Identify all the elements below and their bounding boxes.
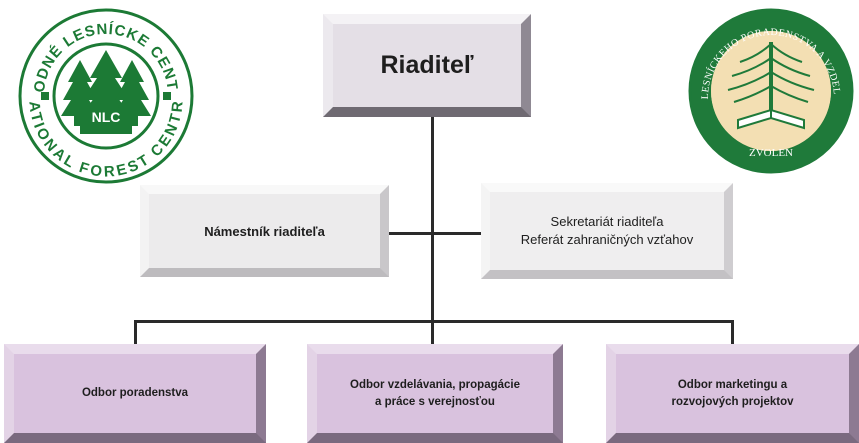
department-label-line1: Odbor marketingu a (677, 378, 788, 391)
nlc-ring-dot-left (41, 92, 49, 100)
connector-dept1-drop (134, 320, 137, 344)
connector-department-bar (134, 320, 734, 323)
department-label-line2: rozvojových projektov (671, 395, 794, 408)
nlc-emblem-icon (61, 50, 151, 134)
connector-side-branch (389, 232, 481, 235)
department-box-marketing: Odbor marketingu a rozvojových projektov (606, 344, 859, 443)
ulpv-tree-book-icon (727, 42, 815, 130)
deputy-label: Námestník riaditeľa (204, 223, 325, 239)
secretariat-label-line2: Referát zahraničných vzťahov (520, 232, 694, 247)
department-box-education: Odbor vzdelávania, propagácie a práce s … (307, 344, 563, 443)
ulpv-ring-text-bottom: ZVOLEN (749, 147, 793, 159)
nlc-emblem-text: NLC (92, 109, 121, 125)
secretariat-box: Sekretariát riaditeľa Referát zahraničný… (481, 183, 733, 279)
connector-trunk (431, 117, 434, 322)
nlc-logo: NÁRODNÉ LESNÍCKE CENTRUM NATIONAL FOREST… (18, 8, 194, 184)
secretariat-label-line1: Sekretariát riaditeľa (550, 214, 664, 229)
nlc-ring-dot-right (163, 92, 171, 100)
department-label-line1: Odbor poradenstva (81, 387, 189, 399)
department-label-line1: Odbor vzdelávania, propagácie (350, 378, 520, 391)
deputy-box: Námestník riaditeľa (140, 185, 389, 277)
ulpv-logo: ÚSTAV LESNÍCKEHO PORADENSTVA A VZDELÁVAN… (688, 8, 854, 174)
connector-dept2-drop (431, 320, 434, 344)
director-box: Riaditeľ (323, 14, 531, 117)
department-box-consulting: Odbor poradenstva (4, 344, 266, 443)
connector-dept3-drop (731, 320, 734, 344)
director-label: Riaditeľ (380, 51, 474, 79)
department-label-line2: a práce s verejnosťou (375, 395, 495, 408)
